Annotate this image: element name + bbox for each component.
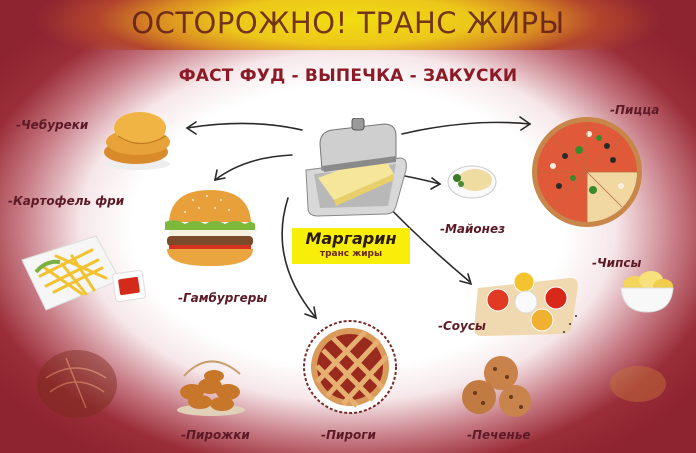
food-label-french-fries: -Картофель фри xyxy=(8,194,125,208)
page-title: ОСТОРОЖНО! ТРАНС ЖИРЫ xyxy=(131,6,565,40)
food-label-sauces: -Соусы xyxy=(438,319,486,333)
arrow-to-pie xyxy=(281,197,317,319)
food-label-pie: -Пироги xyxy=(321,428,376,442)
pizza-icon xyxy=(529,116,645,228)
faded-food-bottom-left-icon xyxy=(36,348,118,420)
hamburger-icon xyxy=(163,188,257,270)
french-fries-icon xyxy=(16,220,150,312)
food-label-pizza: -Пицца xyxy=(610,103,660,117)
chebureki-icon xyxy=(100,106,176,172)
food-label-pirozhki: -Пирожки xyxy=(181,428,250,442)
arrow-to-pizza xyxy=(401,121,531,135)
faded-food-bottom-right-icon xyxy=(608,362,668,406)
food-label-cookies: -Печенье xyxy=(467,428,531,442)
arrow-to-mayonnaise xyxy=(404,175,441,185)
pie-icon xyxy=(303,320,397,414)
arrow-to-chebureki xyxy=(186,122,303,131)
food-label-hamburger: -Гамбургеры xyxy=(178,291,268,305)
margarine-title: Маргарин xyxy=(305,229,397,248)
food-label-mayonnaise: -Майонез xyxy=(440,222,506,236)
sauces-icon xyxy=(472,268,582,340)
margarine-label-box: Маргарин транс жиры xyxy=(292,228,410,264)
chips-bowl-icon xyxy=(619,268,675,314)
food-label-chips: -Чипсы xyxy=(592,256,642,270)
title-band xyxy=(0,0,696,50)
page-subtitle: ФАСТ ФУД - ВЫПЕЧКА - ЗАКУСКИ xyxy=(178,66,518,86)
butter-dish-icon xyxy=(300,118,410,218)
pirozhki-basket-icon xyxy=(170,352,252,418)
food-label-chebureki: -Чебуреки xyxy=(16,118,89,132)
arrow-to-hamburger xyxy=(214,154,293,181)
cookies-icon xyxy=(461,355,533,421)
mayonnaise-icon xyxy=(447,160,497,200)
margarine-subtitle: транс жиры xyxy=(319,249,383,259)
